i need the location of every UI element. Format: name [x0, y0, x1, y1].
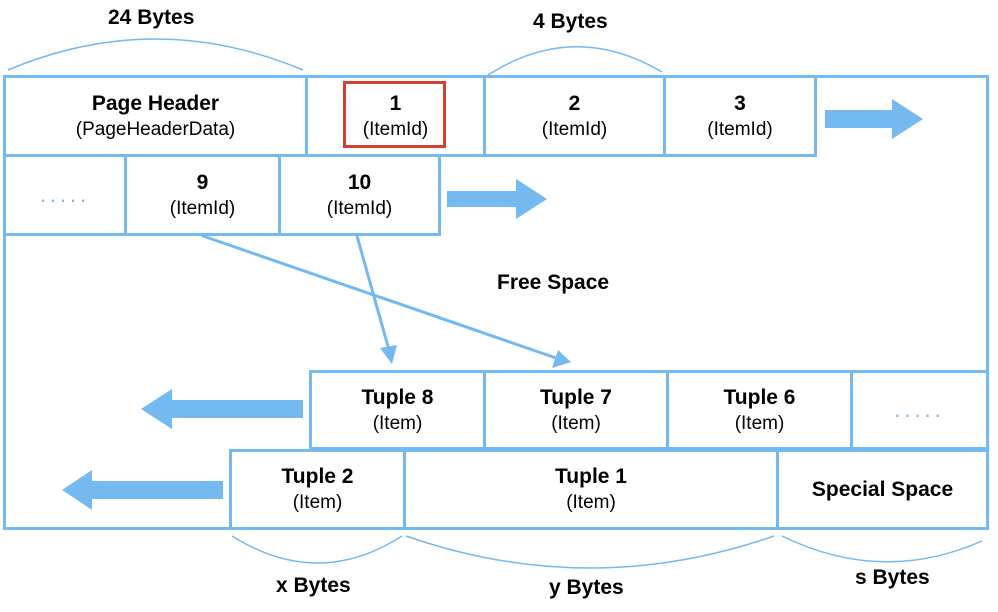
item-id-type: (ItemId)	[362, 118, 429, 140]
arrowhead-icon	[380, 345, 397, 364]
tuple-box-2: Tuple 2 (Item)	[229, 449, 406, 530]
tuple-type: (Item)	[551, 412, 601, 434]
free-space-label: Free Space	[497, 271, 610, 294]
size-label-header: 24 Bytes	[108, 6, 195, 29]
tuple-type: (Item)	[292, 492, 343, 513]
brace-header	[7, 38, 304, 71]
tuple-box-8: Tuple 8 (Item)	[309, 370, 486, 450]
tuple-type: (Item)	[566, 492, 616, 513]
tuple-type: (Item)	[734, 412, 785, 434]
size-label-tuple-1: y Bytes	[549, 576, 624, 599]
item-id-number: 2	[568, 91, 581, 115]
tuple-name: Tuple 6	[723, 385, 796, 409]
item-id-number: 10	[347, 170, 372, 194]
arrow-left-icon	[141, 389, 303, 429]
item-id-box-3: 3 (ItemId)	[663, 75, 817, 157]
ellipsis: .....	[39, 182, 91, 207]
pointer-item-9-to-tuple-7	[201, 234, 558, 360]
item-id-type: (ItemId)	[326, 197, 393, 219]
page-header-title: Page Header	[91, 91, 220, 115]
ellipsis: .....	[894, 397, 945, 422]
item-id-1-highlight	[343, 81, 446, 148]
arrowhead-icon	[552, 350, 571, 368]
special-space-label: Special Space	[811, 478, 954, 501]
item-id-type: (ItemId)	[541, 118, 608, 140]
special-space-box: Special Space	[776, 449, 989, 530]
tuple-name: Tuple 8	[361, 385, 434, 409]
pointer-item-10-to-tuple-8	[355, 234, 391, 352]
page-header-box: Page Header (PageHeaderData)	[3, 75, 308, 157]
tuple-name: Tuple 7	[540, 385, 612, 409]
size-label-item-id: 4 Bytes	[533, 10, 608, 33]
arrow-left-icon	[62, 470, 223, 510]
item-id-number: 9	[196, 170, 209, 194]
arrow-right-icon	[447, 179, 547, 219]
arrow-right-icon	[825, 99, 923, 139]
tuple-ellipsis-box: .....	[850, 370, 989, 450]
tuple-name: Tuple 1	[555, 465, 627, 488]
size-label-tuple-2: x Bytes	[276, 574, 351, 597]
page-header-subtitle: (PageHeaderData)	[75, 118, 236, 140]
size-label-special: s Bytes	[855, 566, 930, 589]
item-id-ellipsis-box: .....	[3, 154, 127, 236]
item-id-type: (ItemId)	[169, 197, 236, 219]
brace-item-id	[487, 46, 663, 76]
tuple-type: (Item)	[372, 412, 423, 434]
brace-tuple-1	[405, 535, 775, 569]
item-id-number: 3	[734, 91, 746, 115]
item-id-type: (ItemId)	[707, 118, 773, 140]
item-id-box-9: 9 (ItemId)	[124, 154, 281, 236]
brace-tuple-2	[231, 535, 403, 564]
brace-special	[781, 535, 983, 563]
item-id-box-10: 10 (ItemId)	[278, 154, 441, 236]
item-id-box-1: 1 (ItemId)	[305, 75, 486, 157]
tuple-box-6: Tuple 6 (Item)	[666, 370, 853, 450]
tuple-name: Tuple 2	[281, 465, 354, 488]
item-id-number: 1	[389, 91, 402, 115]
tuple-box-7: Tuple 7 (Item)	[483, 370, 669, 450]
tuple-box-1: Tuple 1 (Item)	[403, 449, 779, 530]
